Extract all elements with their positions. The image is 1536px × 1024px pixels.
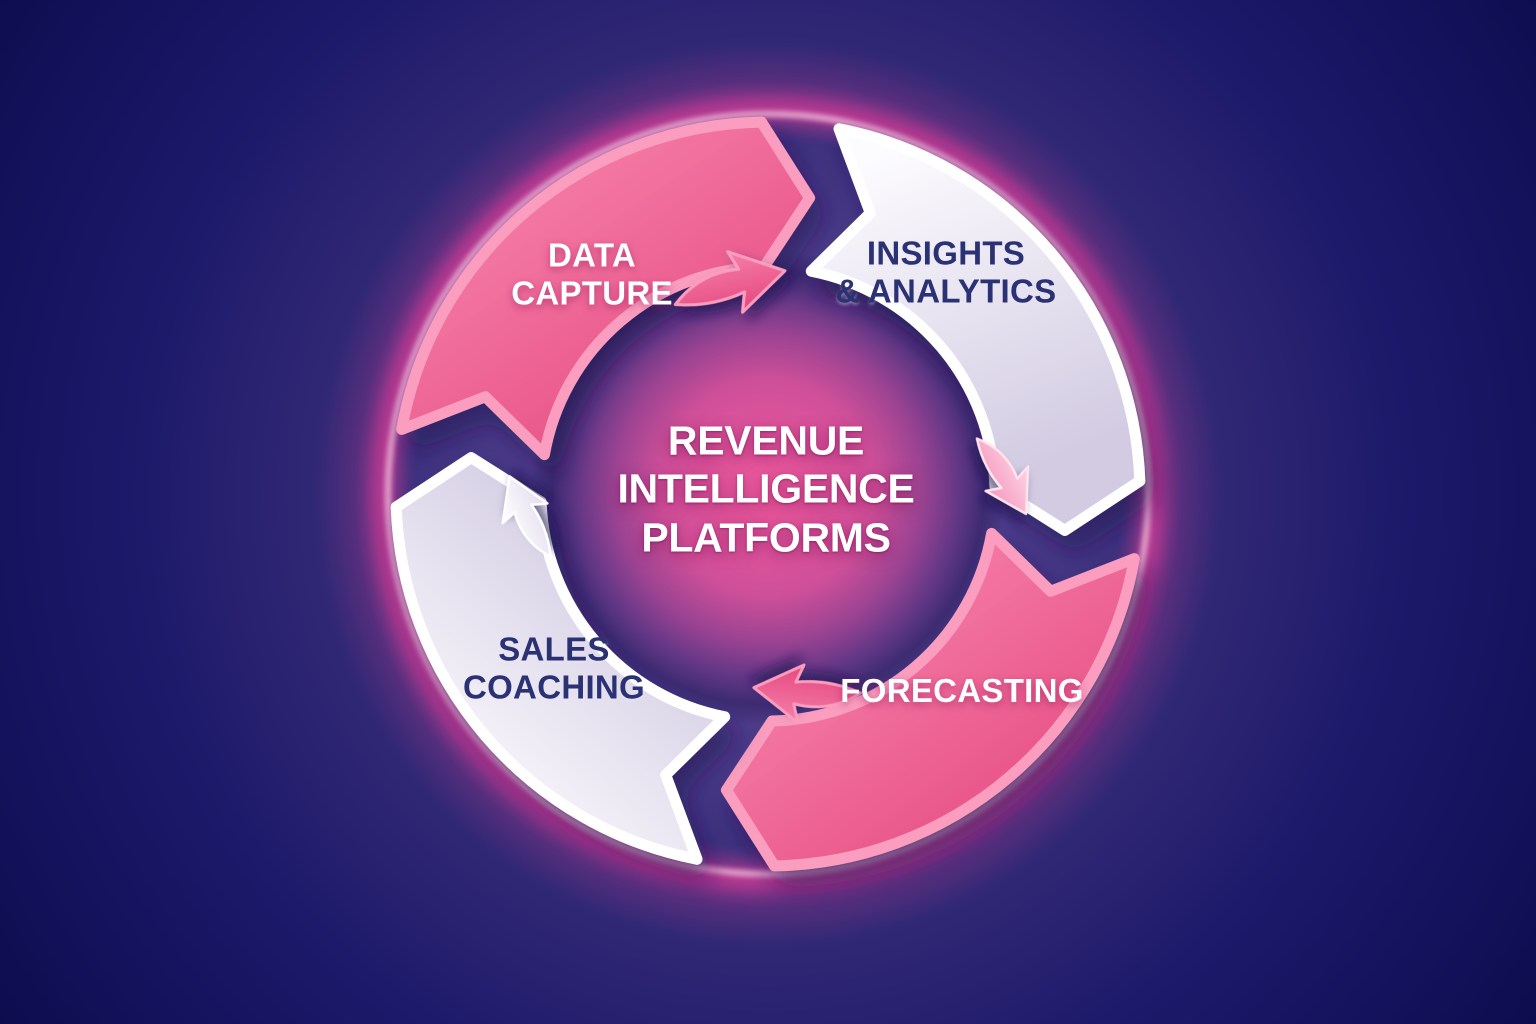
neon-rim-line: [385, 111, 1151, 877]
center-glow: [530, 250, 1006, 726]
neon-glow-ring: [373, 99, 1163, 889]
segment-insights-analytics: [805, 123, 1146, 536]
flow-arrow-left-icon: [501, 475, 552, 558]
segment-forecasting: [720, 527, 1140, 872]
segment-label-insights-analytics: INSIGHTS & ANALYTICS: [835, 234, 1057, 309]
center-title: REVENUE INTELLIGENCE PLATFORMS: [617, 417, 915, 561]
flow-arrow-right-icon: [975, 437, 1030, 516]
segment-data-capture: [396, 116, 816, 461]
segment-label-data-capture: DATA CAPTURE: [511, 236, 673, 311]
segment-label-sales-coaching: SALES COACHING: [462, 630, 646, 705]
flow-arrow-bottom-icon: [752, 663, 862, 725]
segment-label-forecasting: FORECASTING: [840, 672, 1084, 710]
segment-sales-coaching: [390, 452, 731, 865]
flow-arrow-top-icon: [673, 250, 787, 314]
